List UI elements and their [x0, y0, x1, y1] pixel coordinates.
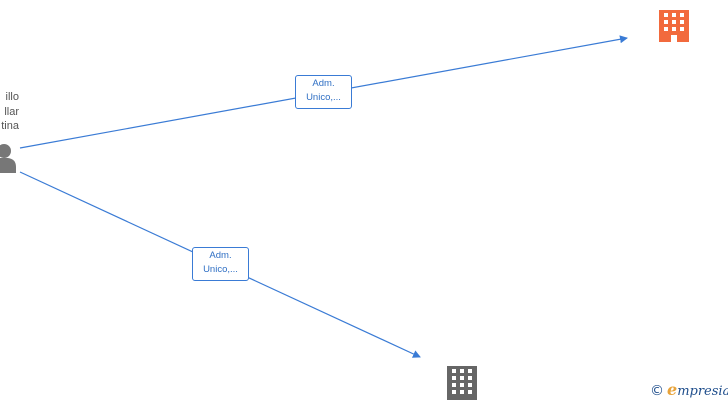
edge-label-1-line-1: Adm. — [312, 78, 335, 89]
building-icon-company-2[interactable] — [447, 366, 477, 400]
person-name-line-1: illo — [5, 91, 19, 103]
person-icon[interactable] — [0, 144, 16, 173]
brand-initial: e — [667, 380, 678, 399]
person-name-line-2: llar — [4, 105, 19, 118]
brand-name: mpresia — [677, 384, 728, 399]
empresia-watermark[interactable]: ©empresia — [650, 380, 728, 399]
person-name-line-3: tina — [1, 120, 19, 132]
building-icon-company-1[interactable] — [659, 10, 689, 42]
edge-label-2-line-2: Unico,... — [203, 264, 238, 275]
edge-label-2-line-1: Adm. — [209, 250, 232, 261]
person-name[interactable]: illo llar tina — [0, 90, 19, 134]
edge-label-1-line-2: Unico,... — [306, 92, 341, 103]
edge-label-2[interactable]: Adm. Unico,... — [192, 247, 249, 281]
copyright-icon: © — [650, 383, 664, 399]
edge-label-1[interactable]: Adm. Unico,... — [295, 75, 352, 109]
